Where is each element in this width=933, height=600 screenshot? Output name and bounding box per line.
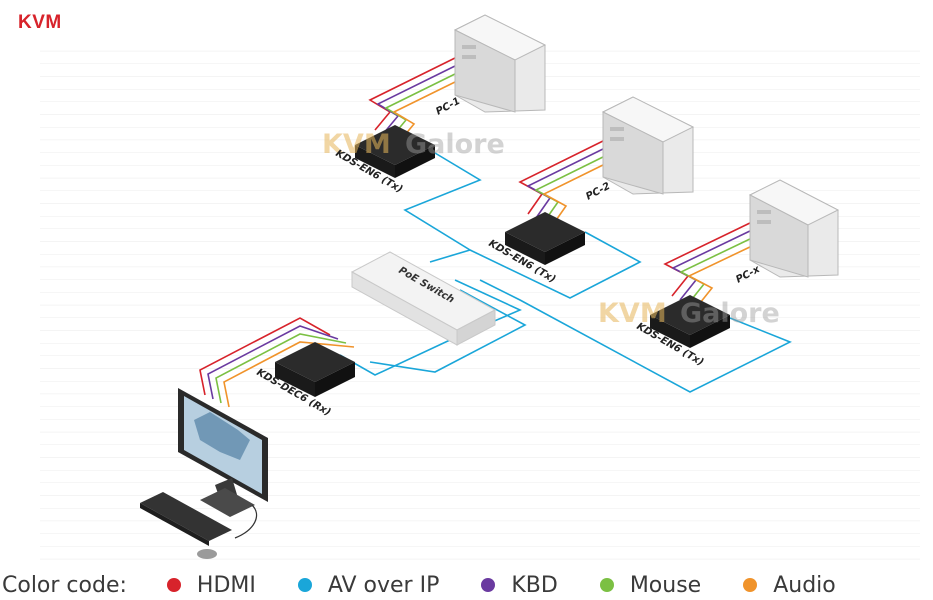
legend-dot-mouse <box>599 578 614 592</box>
legend-label-av-over-ip: AV over IP <box>327 572 440 598</box>
keyboard <box>140 492 232 546</box>
pc-tower-x <box>748 179 840 278</box>
network-diagram: KVM Galore KVM Galore PC-1 PC-2 PC-x KDS… <box>40 14 920 560</box>
legend-item-kbd: KBD <box>481 572 558 598</box>
mouse <box>197 549 217 559</box>
page-title: KVM <box>18 12 62 33</box>
legend-dot-kbd <box>481 578 496 592</box>
legend-label-mouse: Mouse <box>629 572 702 598</box>
legend-item-hdmi: HDMI <box>166 572 256 598</box>
color-code-legend: Color code: HDMI AV over IP KBD Mouse Au… <box>0 570 933 600</box>
legend-label-audio: Audio <box>773 572 836 598</box>
monitor <box>178 388 268 517</box>
watermark-a-2: KVM <box>598 298 667 329</box>
legend-item-audio: Audio <box>743 573 836 598</box>
legend-dot-audio <box>743 578 758 592</box>
legend-dot-hdmi <box>166 578 181 592</box>
encoder-box-1 <box>355 125 435 178</box>
watermark-b-2: Galore <box>680 298 780 329</box>
pc-tower-1 <box>453 14 547 113</box>
signal-cables <box>199 57 753 408</box>
av-over-ip-cables <box>339 149 792 393</box>
watermark-b-1: Galore <box>405 129 505 160</box>
keyboard-cable <box>234 504 258 539</box>
legend-label-hdmi: HDMI <box>196 572 256 598</box>
legend-item-av-over-ip: AV over IP <box>297 572 440 598</box>
decoder-box <box>275 342 355 397</box>
legend-dot-av-over-ip <box>297 578 312 592</box>
legend-title: Color code: <box>2 572 127 598</box>
encoder-box-3 <box>650 295 730 348</box>
legend-label-kbd: KBD <box>511 572 558 598</box>
encoder-box-2 <box>505 212 585 265</box>
legend-item-mouse: Mouse <box>599 572 702 598</box>
pc-tower-2 <box>601 96 695 195</box>
poe-switch-box <box>350 251 497 346</box>
watermark-a-1: KVM <box>322 129 391 160</box>
